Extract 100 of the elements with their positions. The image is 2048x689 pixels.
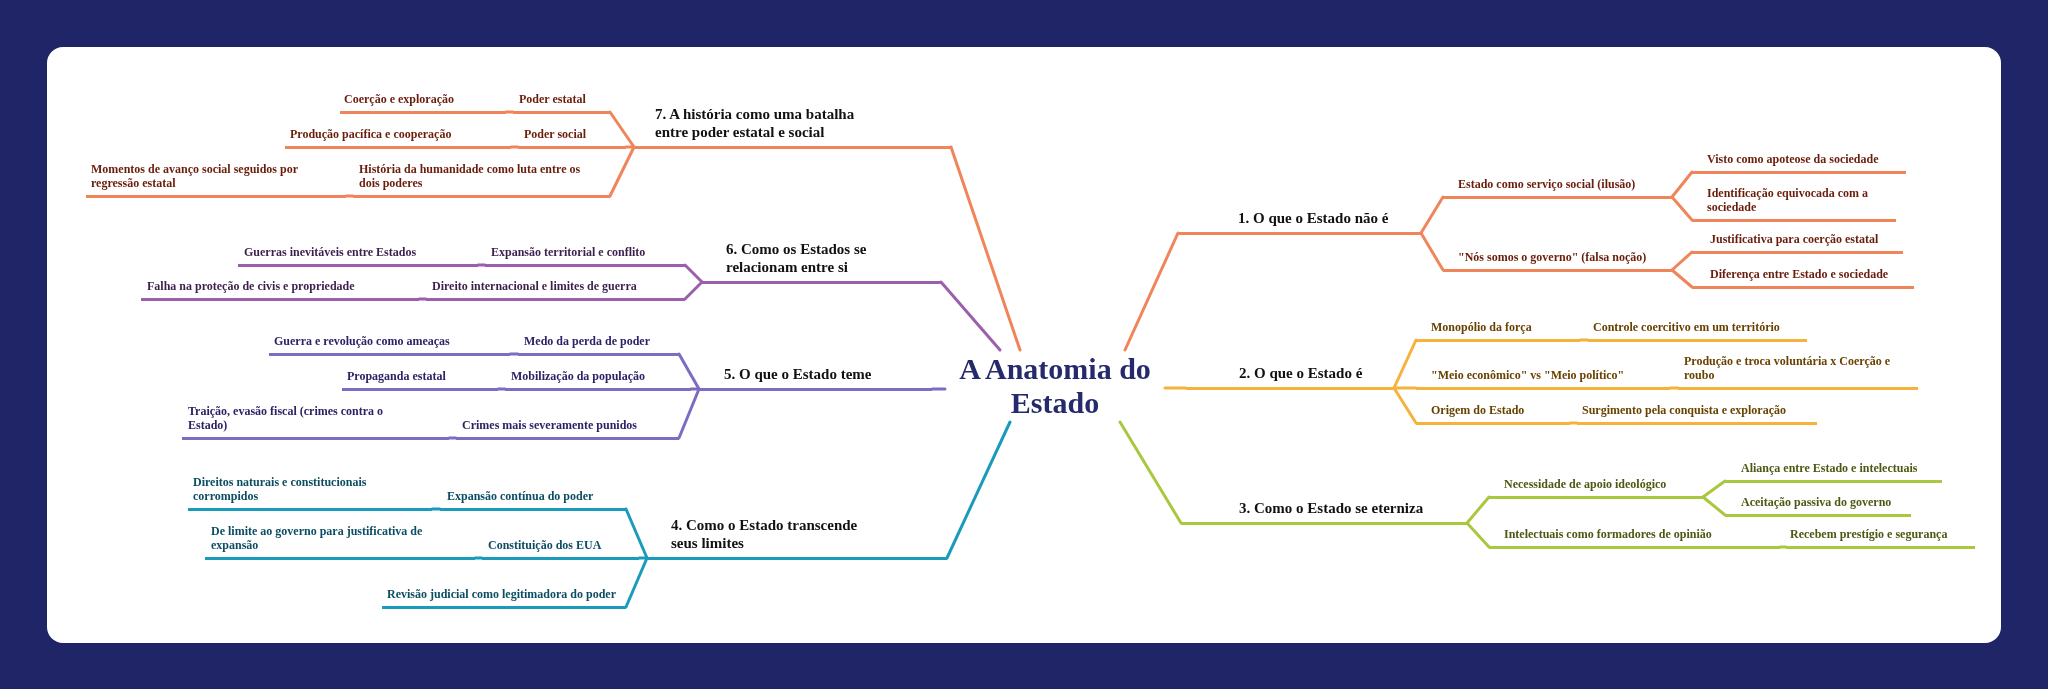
branch-connector [608, 110, 636, 149]
subtopic-branch [182, 403, 449, 440]
branch-connector [1668, 386, 1680, 390]
topic-label: 4. Como o Estado transcende seus limites [671, 515, 859, 552]
subtopic-branch [382, 586, 626, 609]
branch-connector [1670, 195, 1694, 222]
subtopic-branch [285, 126, 511, 149]
subtopic-branch [518, 333, 679, 356]
subtopic-branch [238, 244, 478, 267]
subtopic-label: Propaganda estatal [347, 368, 447, 383]
branch-connector [430, 507, 442, 511]
subtopic-branch [1692, 231, 1903, 254]
subtopic-label: Identificação equivocada com a sociedade [1707, 185, 1869, 214]
branch-connector [1578, 338, 1590, 342]
subtopic-branch [1443, 249, 1672, 272]
subtopic-branch [1489, 526, 1780, 549]
subtopic-label: Falha na proteção de civis e propriedade [147, 278, 356, 293]
subtopic-branch [188, 474, 432, 511]
subtopic-label: Justificativa para coerção estatal [1710, 231, 1880, 246]
topic-label: 7. A história como uma batalha entre poder estatal e social [655, 104, 856, 141]
branch-connector [1701, 479, 1727, 499]
branch-connector [949, 145, 1022, 352]
subtopic-branch [1489, 476, 1703, 499]
subtopic-branch [482, 537, 639, 560]
subtopic-branch [1577, 402, 1817, 425]
subtopic-label: Diferença entre Estado e sociedade [1710, 266, 1890, 281]
branch-connector [1419, 195, 1445, 235]
branch-connector [504, 110, 515, 114]
subtopic-branch [141, 278, 419, 301]
subtopic-label: Aliança entre Estado e intelectuais [1741, 460, 1919, 475]
subtopic-branch [505, 368, 691, 391]
subtopic-branch [1443, 176, 1672, 199]
topic-label: 1. O que o Estado não é [1238, 208, 1390, 227]
subtopic-branch [440, 488, 626, 511]
branch-connector [509, 145, 520, 149]
subtopic-label: De limite ao governo para justificativa de expansão [211, 523, 424, 552]
branch-connector [677, 387, 701, 440]
branch-connector [344, 194, 355, 198]
subtopic-label: "Nós somos o governo" (falsa noção) [1458, 249, 1648, 264]
subtopic-branch [340, 91, 506, 114]
subtopic-branch [1725, 460, 1942, 483]
central-title: A Anatomia do Estado [958, 352, 1152, 420]
branch-connector [683, 280, 704, 301]
subtopic-label: Crimes mais severamente punidos [462, 417, 638, 432]
subtopic-label: Expansão territorial e conflito [491, 244, 647, 259]
subtopic-label: Intelectuais como formadores de opinião [1504, 526, 1713, 541]
branch-connector [608, 145, 636, 198]
subtopic-label: Direito internacional e limites de guerra [432, 278, 638, 293]
subtopic-label: Monopólio da força [1431, 319, 1533, 334]
subtopic-label: Controle coercitivo em um território [1593, 319, 1781, 334]
branch-connector [1701, 495, 1727, 517]
branch-connector [624, 507, 649, 560]
branch-connector [1670, 170, 1694, 199]
subtopic-label: Produção e troca voluntária x Coerção e roubo [1684, 353, 1892, 382]
subtopic-branch [1588, 319, 1807, 342]
subtopic-label: Traição, evasão fiscal (crimes contra o Estado) [188, 403, 385, 432]
branch-connector [476, 263, 487, 267]
subtopic-branch [353, 161, 610, 198]
subtopic-label: Momentos de avanço social seguidos por regressão estatal [91, 161, 299, 190]
subtopic-branch [1416, 319, 1580, 342]
subtopic-branch [513, 91, 610, 114]
subtopic-branch [342, 368, 498, 391]
subtopic-label: Constituição dos EUA [488, 537, 603, 552]
subtopic-branch [1725, 494, 1911, 517]
subtopic-label: Mobilização da população [511, 368, 646, 383]
branch-connector [1118, 420, 1183, 525]
subtopic-branch [1678, 353, 1918, 390]
branch-connector [1465, 521, 1491, 549]
branch-connector [1670, 268, 1694, 289]
subtopic-branch [456, 417, 679, 440]
branch-connector [508, 352, 520, 356]
branch-connector [1123, 231, 1180, 352]
subtopic-branch [426, 278, 685, 301]
subtopic-label: "Meio econômico" vs "Meio político" [1431, 367, 1626, 382]
branch-connector [930, 387, 947, 391]
branch-connector [1568, 421, 1579, 425]
subtopic-branch [1692, 266, 1914, 289]
branch-connector [945, 420, 1012, 560]
branch-connector [447, 436, 458, 440]
subtopic-label: Necessidade de apoio ideológico [1504, 476, 1668, 491]
subtopic-label: Poder social [524, 126, 588, 141]
subtopic-label: Origem do Estado [1431, 402, 1526, 417]
topic-label: 5. O que o Estado teme [724, 364, 873, 383]
branch-connector [1163, 386, 1188, 390]
branch-connector [624, 145, 636, 149]
branch-connector [637, 556, 649, 560]
branch-connector [624, 556, 649, 609]
branch-connector [689, 387, 701, 391]
subtopic-label: Guerras inevitáveis entre Estados [244, 244, 418, 259]
branch-connector [1392, 338, 1418, 390]
topic-label: 3. Como o Estado se eterniza [1239, 498, 1425, 517]
subtopic-label: Recebem prestígio e segurança [1790, 526, 1949, 541]
branch-connector [496, 387, 507, 391]
topic-label: 2. O que o Estado é [1239, 363, 1364, 382]
subtopic-branch [1416, 367, 1670, 390]
topic-label: 6. Como os Estados se relacionam entre si [726, 239, 868, 276]
subtopic-label: Estado como serviço social (ilusão) [1458, 176, 1637, 191]
branch-connector [677, 352, 701, 391]
subtopic-label: Coerção e exploração [344, 91, 455, 106]
subtopic-label: Produção pacífica e cooperação [290, 126, 453, 141]
